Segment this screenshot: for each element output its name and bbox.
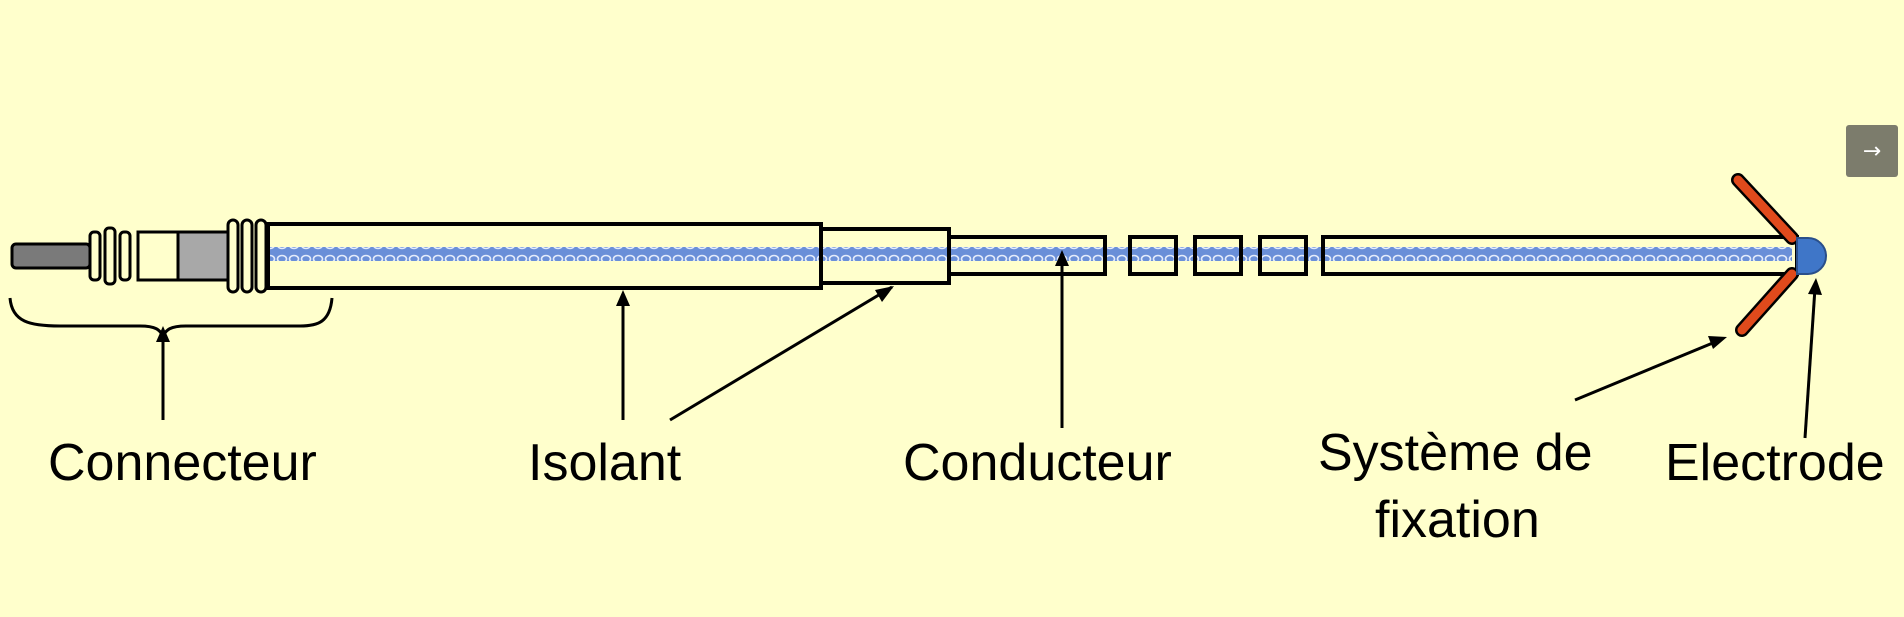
tine-upper: [1733, 175, 1797, 243]
tine-lower: [1737, 269, 1797, 335]
connector-rings: [88, 226, 132, 286]
insulation-segment-gap: [1258, 235, 1308, 276]
insulation-segment-distal: [947, 235, 1107, 276]
label-electrode: Electrode: [1665, 434, 1885, 492]
next-button[interactable]: →: [1846, 125, 1898, 177]
arrow-heads: [156, 250, 1822, 349]
conductor-coil: [270, 247, 1792, 261]
connector-pin: [10, 242, 92, 270]
insulation-segment-gap: [1193, 235, 1243, 276]
label-connecteur: Connecteur: [48, 434, 317, 492]
arrow-electrode: [1803, 287, 1817, 439]
electrode-tip: [1796, 237, 1827, 275]
connector-body: [176, 230, 230, 282]
connector-seals: [226, 218, 268, 294]
insulation-segment-gap: [1128, 235, 1178, 276]
fixation-tines: [1731, 173, 1799, 337]
connector: [10, 218, 268, 294]
pointer-arrows: [161, 258, 1817, 439]
label-fixation: fixation: [1375, 491, 1540, 549]
label-systeme-de: Système de: [1318, 424, 1593, 482]
arrow-isolant-2: [669, 285, 893, 422]
connector-collar: [136, 230, 180, 282]
label-isolant: Isolant: [528, 434, 682, 492]
label-conducteur: Conducteur: [903, 434, 1172, 492]
arrow-right-icon: →: [1862, 138, 1882, 164]
arrow-fixation: [1574, 338, 1721, 402]
connector-brace: [8, 297, 334, 340]
